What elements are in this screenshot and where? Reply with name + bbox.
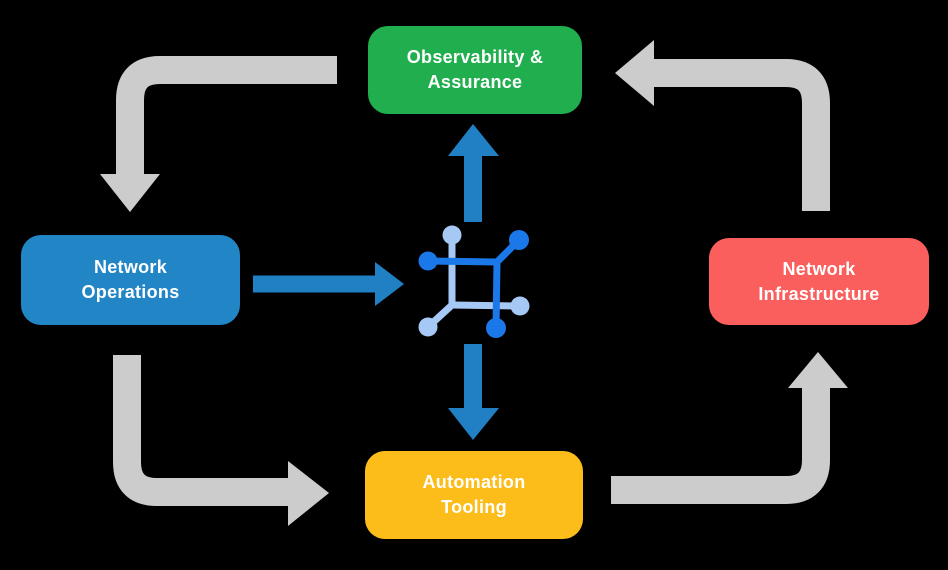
node-dot [510,296,530,316]
arrow-head-up [788,352,848,388]
arrow-center-to-automation [448,344,499,440]
arrow-head-right [375,262,404,306]
icon-dark-branches [418,230,529,338]
arrow-infrastructure-to-observability [615,40,830,211]
node-dot [418,251,438,271]
arrow-head-down [448,408,499,440]
arrow-shaft [654,59,830,211]
node-automation-tooling: Automation Tooling [365,451,583,539]
node-label-line: Network [782,258,856,279]
node-network-operations: Network Operations [21,235,240,325]
node-label-line: Operations [81,282,180,302]
arrow-head-left [615,40,654,106]
arrow-head-right [288,461,329,526]
arrow-shaft [116,56,337,176]
icon-light-branches [418,225,530,337]
node-label-line: Tooling [441,497,507,517]
node-dot [509,230,529,250]
arrow-observability-to-operations [100,56,337,212]
arrow-head-up [448,124,499,156]
node-dot [418,317,438,337]
arrow-operations-to-automation [113,355,329,526]
node-label-line: Automation [422,472,526,493]
node-label-line: Observability & [406,47,544,68]
network-automation-icon [418,225,530,338]
node-label-line: Infrastructure [758,283,880,304]
node-dot [486,318,506,338]
node-label-line: Network [93,257,168,278]
node-network-infrastructure: Network Infrastructure [709,238,929,325]
arrow-shaft [611,388,830,504]
arrow-head-down [100,174,160,212]
arrow-center-to-observability [448,124,499,222]
arrow-operations-to-center [253,262,404,306]
node-observability-assurance: Observability & Assurance [368,26,582,114]
node-dot [442,225,462,245]
arrow-shaft [113,355,288,506]
node-label-line: Assurance [427,72,523,92]
arrow-automation-to-infrastructure [611,352,848,504]
